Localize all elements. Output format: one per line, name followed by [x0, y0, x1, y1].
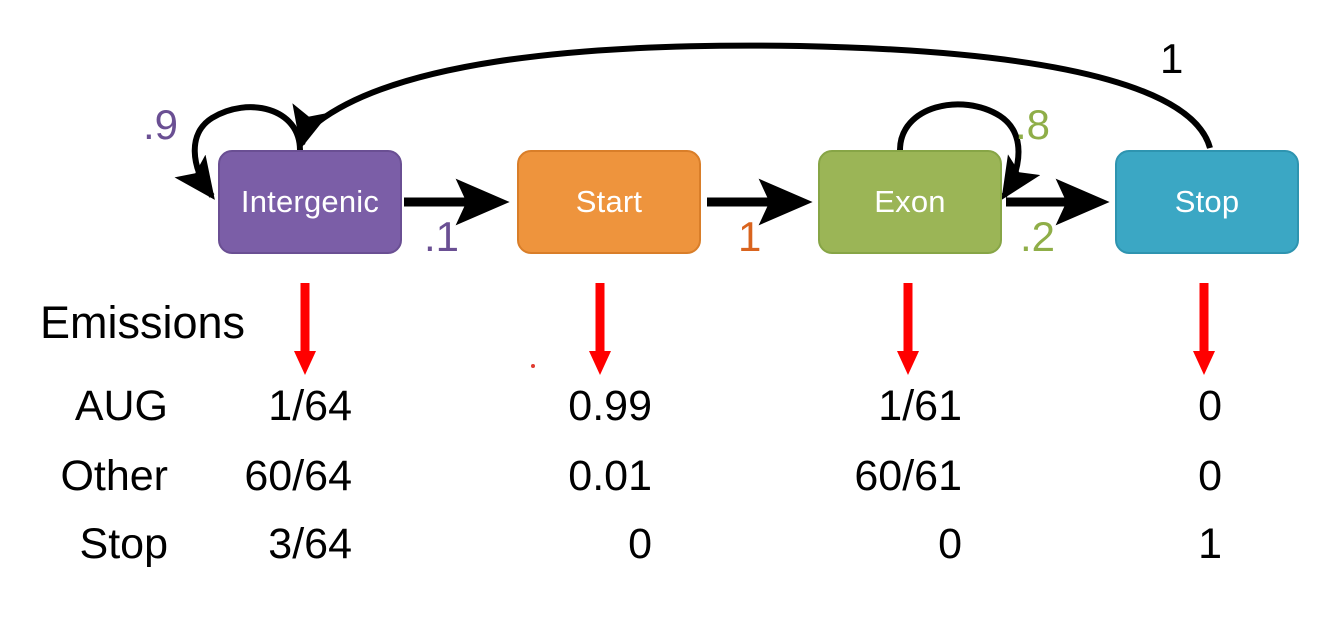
emission-value-intergenic-stop: 3/64 [268, 520, 352, 568]
emission-value-stop-other: 0 [1198, 452, 1222, 500]
emission-row-label-stop: Stop [79, 520, 168, 568]
transition-label-exon-self: .8 [1015, 101, 1051, 148]
emission-arrow-exon [897, 283, 919, 375]
state-box-exon[interactable]: Exon [818, 150, 1002, 254]
transition-label-stop-to-intergenic: 1 [1160, 35, 1184, 82]
emission-value-intergenic-other: 60/64 [244, 452, 352, 500]
state-box-stop[interactable]: Stop [1115, 150, 1299, 254]
emission-value-exon-stop: 0 [938, 520, 962, 568]
state-box-start[interactable]: Start [517, 150, 701, 254]
emission-arrow-start [589, 283, 611, 375]
transition-label-intergenic-to-start: .1 [424, 213, 460, 260]
emission-row-label-aug: AUG [74, 382, 168, 430]
emission-value-start-other: 0.01 [568, 452, 652, 500]
emission-arrow-stop [1193, 283, 1215, 375]
transition-label-exon-to-stop: .2 [1020, 213, 1056, 260]
stray-speck [531, 364, 535, 368]
state-label-start: Start [575, 184, 643, 219]
state-label-stop: Stop [1174, 184, 1240, 219]
emissions-title: Emissions [40, 297, 246, 348]
emission-value-exon-aug: 1/61 [878, 382, 962, 430]
state-label-exon: Exon [874, 184, 946, 219]
state-box-intergenic[interactable]: Intergenic [218, 150, 402, 254]
emission-value-intergenic-aug: 1/64 [268, 382, 352, 430]
state-label-intergenic: Intergenic [240, 184, 380, 219]
emission-arrow-intergenic [294, 283, 316, 375]
transition-label-intergenic-self: .9 [143, 101, 179, 148]
emission-row-label-other: Other [60, 452, 168, 500]
emission-value-exon-other: 60/61 [854, 452, 962, 500]
emission-value-start-aug: 0.99 [568, 382, 652, 430]
transition-label-start-to-exon: 1 [738, 213, 762, 260]
emission-value-stop-aug: 0 [1198, 382, 1222, 430]
emission-value-stop-stop: 1 [1198, 520, 1222, 568]
edge-stop-to-intergenic [292, 42, 1213, 149]
emission-value-start-stop: 0 [628, 520, 652, 568]
